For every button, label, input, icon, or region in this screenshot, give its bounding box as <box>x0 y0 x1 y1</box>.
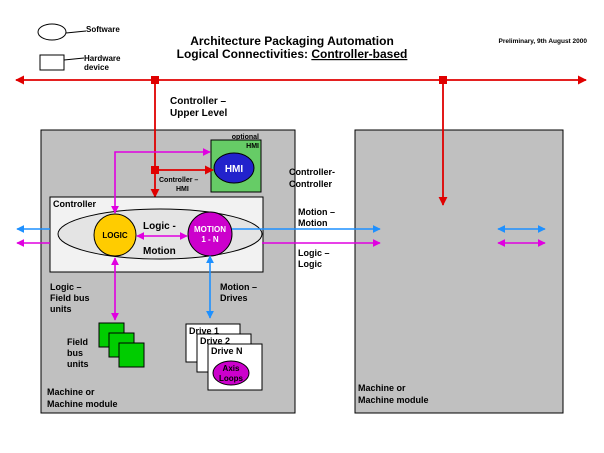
hmi-label: HMI <box>225 164 244 175</box>
field-bus-label-1: Field <box>67 337 88 347</box>
controller-hmi-label-2: HMI <box>176 186 189 193</box>
logic-logic-label-2: Logic <box>298 259 322 269</box>
motion-motion-label-2: Motion <box>298 218 328 228</box>
upper-level-label-1: Controller – <box>170 96 227 107</box>
logic-label: LOGIC <box>102 231 128 240</box>
page-subtitle: Logical Connectivities: Controller-based <box>177 47 408 61</box>
page-title: Architecture Packaging Automation <box>190 34 394 48</box>
logic-field-label-1: Logic – <box>50 282 82 292</box>
machine-right-label-1: Machine or <box>358 383 406 393</box>
axis-loops-ellipse <box>212 360 250 386</box>
machine-module-right <box>354 129 564 414</box>
field-bus-label-2: bus <box>67 348 83 358</box>
controller-controller-label-1: Controller- <box>289 167 335 177</box>
logic-motion-label-1: Logic - <box>143 221 176 232</box>
motion-drives-label-1: Motion – <box>220 282 257 292</box>
motion-label-2: 1 - N <box>201 235 219 244</box>
legend-software-label: Software <box>86 25 120 34</box>
legend-hardware-label-2: device <box>84 63 109 72</box>
motion-drives-label-2: Drives <box>220 293 248 303</box>
legend-hardware-connector <box>63 57 85 61</box>
optional-hmi-label-1: optional <box>232 134 259 141</box>
motion-motion-label-1: Motion – <box>298 207 335 217</box>
logic-field-label-3: units <box>50 304 72 314</box>
machine-left-label-2: Machine module <box>47 399 118 409</box>
optional-hmi-label-2: HMI <box>246 143 259 150</box>
legend-hardware-box <box>39 54 65 71</box>
logic-logic-label-1: Logic – <box>298 248 330 258</box>
legend-hardware-label-1: Hardware <box>84 54 121 63</box>
controller-hmi-junction <box>151 166 159 174</box>
page-subtitle-underlined: Controller-based <box>311 47 407 61</box>
page-subtitle-prefix: Logical Connectivities: <box>177 47 312 61</box>
upper-level-label-2: Upper Level <box>170 108 227 119</box>
logic-hmi-link <box>111 148 211 214</box>
motion-label-1: MOTION <box>194 225 226 234</box>
motion-node <box>187 211 233 257</box>
machine-right-label-2: Machine module <box>358 395 429 405</box>
drive-n-label: Drive N <box>211 346 243 356</box>
bus-junction-right <box>439 76 447 84</box>
hmi-ellipse <box>213 152 255 184</box>
fieldbus-unit-3 <box>118 342 145 368</box>
controller-box-label: Controller <box>53 199 96 209</box>
controller-hmi-label-1: Controller – <box>159 177 198 184</box>
logic-node <box>93 213 137 257</box>
logic-field-label-2: Field bus <box>50 293 90 303</box>
legend-software-ellipse <box>37 23 67 41</box>
bus-junction-left <box>151 76 159 84</box>
axis-label-2: Loops <box>219 374 244 383</box>
axis-label-1: Axis <box>223 364 240 373</box>
logic-motion-label-2: Motion <box>143 246 176 257</box>
drive-2-label: Drive 2 <box>200 336 230 346</box>
field-bus-label-3: units <box>67 359 89 369</box>
legend-software-connector <box>65 30 87 34</box>
date-note: Preliminary, 9th August 2000 <box>498 38 587 45</box>
machine-left-label-1: Machine or <box>47 387 95 397</box>
drive-1-label: Drive 1 <box>189 326 219 336</box>
controller-controller-label-2: Controller <box>289 179 332 189</box>
